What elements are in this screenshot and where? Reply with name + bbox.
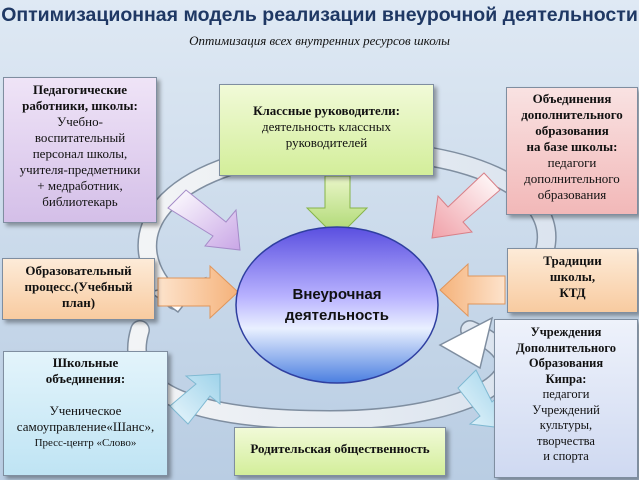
- box-heading: Традиции: [543, 253, 602, 268]
- box-pedagogical-staff: Педагогические работники, школы: Учебно-…: [3, 77, 157, 223]
- box-class-teachers: Классные руководители: деятельность клас…: [219, 84, 434, 176]
- center-circle: [235, 226, 439, 384]
- box-educational-process: Образовательный процесс.(Учебный план): [2, 258, 155, 320]
- arrow-from-traditions: [439, 262, 506, 318]
- box-heading: Педагогические: [32, 82, 128, 97]
- box-line: библиотекарь: [42, 194, 118, 209]
- box-line: руководителей: [285, 135, 368, 150]
- box-line: и спорта: [543, 449, 589, 463]
- box-heading: Школьные: [52, 355, 119, 370]
- box-line: педагоги: [547, 155, 597, 170]
- box-line: педагоги: [542, 387, 590, 401]
- arrow-from-educational: [157, 264, 239, 320]
- box-heading: Учреждения: [530, 325, 602, 339]
- center-label: Внеурочная деятельность: [237, 229, 437, 381]
- box-heading: образования: [535, 123, 609, 138]
- box-heading: Кипра:: [545, 371, 587, 386]
- box-line: самоуправление«Шанс»,: [16, 419, 155, 434]
- box-line: воспитательный: [34, 130, 126, 145]
- box-line: творчества: [537, 433, 595, 448]
- box-heading: работники, школы:: [22, 98, 138, 113]
- box-school-traditions: Традиции школы, КТД: [507, 248, 638, 313]
- box-line: Пресс-центр «Слово»: [34, 437, 137, 449]
- box-heading: дополнительного: [521, 107, 623, 122]
- box-school-unions: Школьные объединения: Ученическое самоуп…: [3, 351, 168, 476]
- box-heading: Классные руководители:: [253, 103, 400, 118]
- box-line: дополнительного: [524, 171, 620, 186]
- box-line: учителя-предметники: [19, 162, 141, 177]
- box-heading: Образования: [528, 356, 604, 370]
- arrow-from-associations: [431, 172, 501, 239]
- arrow-from-pedagogical: [167, 189, 241, 251]
- box-line: культуры,: [539, 418, 593, 432]
- center-label-line1: Внеурочная: [292, 286, 382, 303]
- box-heading: Объединения: [532, 91, 612, 106]
- box-external-institutions: Учреждения Дополнительного Образования К…: [494, 319, 638, 478]
- box-line: + медработник,: [37, 178, 123, 193]
- box-line: образования: [537, 187, 607, 202]
- box-line: Ученическое: [49, 403, 122, 418]
- page-subtitle: Оптимизация всех внутренних ресурсов шко…: [189, 33, 450, 48]
- arrow-from-class-teachers: [305, 175, 369, 239]
- spacer: [4, 387, 167, 403]
- box-line: Учебно-: [57, 114, 103, 129]
- box-heading: Образовательный: [25, 263, 132, 278]
- center-label-line2: деятельность: [285, 307, 389, 324]
- box-additional-education: Объединения дополнительного образования …: [506, 87, 638, 215]
- box-heading: объединения:: [45, 371, 126, 386]
- box-heading: процесс.(Учебный: [24, 279, 133, 294]
- box-line: Учреждений: [532, 402, 600, 417]
- box-heading: план): [61, 295, 96, 310]
- box-heading: на базе школы:: [526, 139, 618, 154]
- page-title: Оптимизационная модель реализации внеуро…: [1, 4, 638, 26]
- box-heading: школы,: [549, 269, 596, 284]
- box-parents-community: Родительская общественность: [234, 427, 446, 476]
- box-line: персонал школы,: [32, 146, 128, 161]
- arrow-from-school-unions: [169, 373, 221, 425]
- box-heading: Родительская общественность: [250, 441, 430, 456]
- box-line: деятельность классных: [262, 119, 391, 134]
- box-heading: КТД: [559, 285, 586, 300]
- box-heading: Дополнительного: [516, 340, 616, 355]
